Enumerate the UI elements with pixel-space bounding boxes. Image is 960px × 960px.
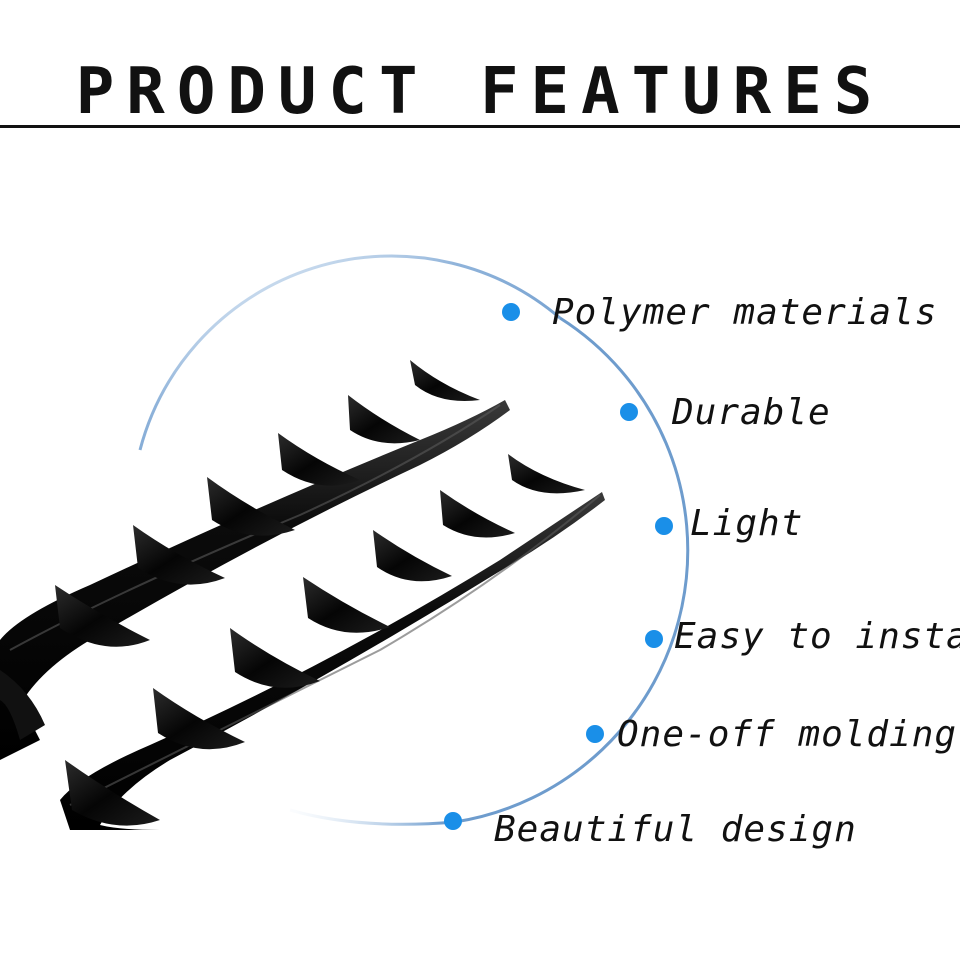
bullet-dot <box>645 630 663 648</box>
feature-arc <box>138 254 561 451</box>
page-title: PRODUCT FEATURES <box>75 55 885 129</box>
diffuser-lower <box>60 454 605 830</box>
bullet-dot <box>655 517 673 535</box>
feature-durable: Durable <box>672 392 831 433</box>
bullet-dot <box>620 403 638 421</box>
diffuser-upper <box>0 360 510 760</box>
bullet-dot <box>502 303 520 321</box>
feature-one-off-molding: One-off molding <box>617 714 958 755</box>
bullet-dot <box>586 725 604 743</box>
title-divider <box>0 125 960 128</box>
feature-beautiful-design: Beautiful design <box>494 809 857 850</box>
bullet-dot <box>444 812 462 830</box>
feature-light: Light <box>690 503 804 544</box>
feature-polymer-materials: Polymer materials <box>552 292 938 333</box>
feature-arc-right <box>454 316 690 824</box>
feature-arc-bottom <box>289 808 456 826</box>
feature-easy-to-install: Easy to install <box>674 616 960 657</box>
